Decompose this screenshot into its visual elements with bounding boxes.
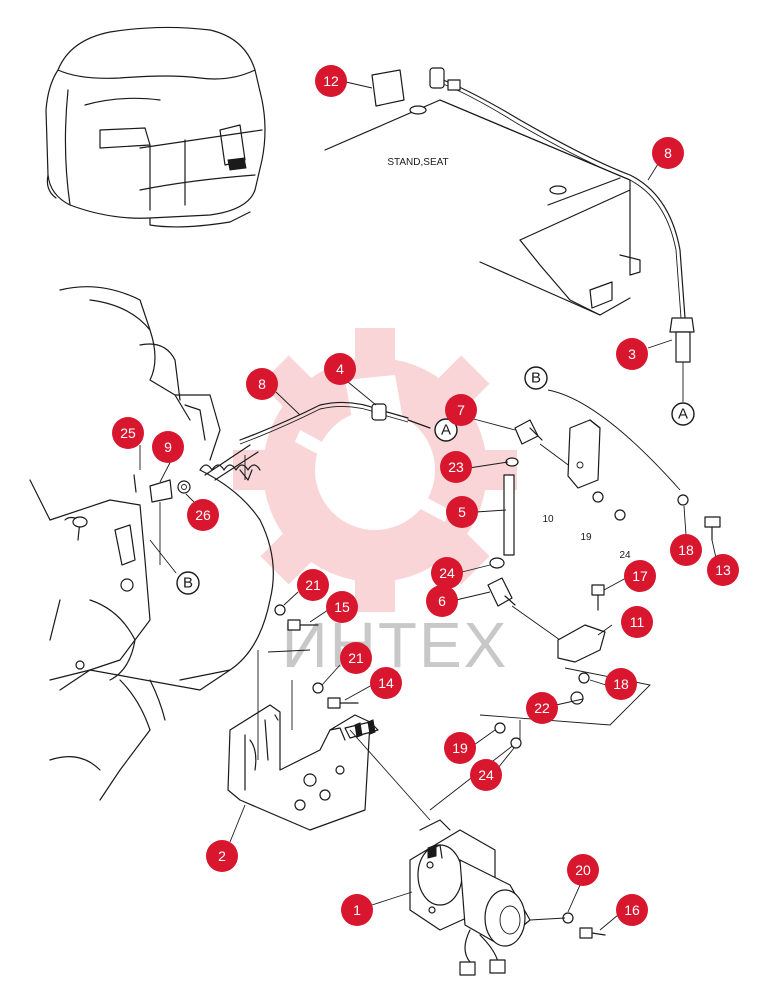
part-callouts: 12 8 3 8 4 7 25 9 23 5 26 18 13 24 6 17 … — [112, 65, 739, 926]
callout-26: 26 — [187, 499, 219, 531]
svg-text:8: 8 — [258, 376, 266, 392]
callout-22: 22 — [526, 692, 558, 724]
callout-2: 2 — [206, 840, 238, 872]
ref-marker-a-cable: A — [434, 418, 458, 442]
label-24: 24 — [619, 550, 631, 561]
label-19: 19 — [580, 532, 592, 543]
callout-25: 25 — [112, 417, 144, 449]
watermark-gear-logo — [233, 328, 517, 612]
svg-text:18: 18 — [678, 542, 694, 558]
callout-12: 12 — [315, 65, 347, 97]
svg-text:11: 11 — [630, 614, 645, 630]
svg-text:5: 5 — [458, 504, 466, 520]
svg-text:20: 20 — [575, 862, 591, 878]
leader-lines — [139, 81, 717, 931]
svg-text:24: 24 — [478, 767, 494, 783]
callout-13: 13 — [707, 554, 739, 586]
svg-text:8: 8 — [664, 145, 672, 161]
callout-8-top: 8 — [652, 137, 684, 169]
callout-18-mid: 18 — [605, 668, 637, 700]
bracket-11 — [479, 584, 651, 726]
seat-illustration — [45, 26, 266, 228]
actuator-part-1 — [349, 720, 606, 976]
callout-18-top: 18 — [670, 534, 702, 566]
svg-text:4: 4 — [336, 361, 344, 377]
svg-text:21: 21 — [305, 577, 321, 593]
bracket-b — [547, 389, 721, 541]
svg-text:12: 12 — [323, 73, 339, 89]
rod-assembly — [487, 419, 576, 641]
callout-24-low: 24 — [470, 759, 502, 791]
callout-21-mid: 21 — [340, 642, 372, 674]
ref-marker-b-engine: B — [176, 571, 200, 595]
svg-text:24: 24 — [439, 565, 455, 581]
svg-text:1: 1 — [353, 902, 361, 918]
callout-17: 17 — [624, 560, 656, 592]
callout-20: 20 — [567, 854, 599, 886]
svg-text:22: 22 — [534, 700, 550, 716]
callout-21-top: 21 — [297, 569, 329, 601]
svg-text:25: 25 — [120, 425, 136, 441]
svg-text:6: 6 — [438, 593, 446, 609]
svg-text:13: 13 — [715, 562, 731, 578]
callout-6: 6 — [426, 585, 458, 617]
svg-text:9: 9 — [164, 439, 172, 455]
callout-8-mid: 8 — [246, 368, 278, 400]
callout-3: 3 — [616, 338, 648, 370]
ref-marker-a-end: A — [671, 402, 695, 426]
svg-text:B: B — [183, 575, 193, 592]
svg-text:2: 2 — [218, 848, 226, 864]
svg-text:7: 7 — [457, 402, 465, 418]
svg-text:A: A — [678, 406, 688, 423]
svg-text:19: 19 — [452, 740, 468, 756]
throttle-cable-top — [429, 67, 695, 402]
engine-illustration — [29, 286, 274, 801]
svg-text:3: 3 — [628, 346, 636, 362]
svg-text:15: 15 — [334, 599, 350, 615]
label-10: 10 — [542, 514, 554, 525]
small-hardware-left — [133, 474, 191, 565]
svg-text:B: B — [531, 370, 541, 387]
spring — [199, 444, 261, 481]
callout-16: 16 — [616, 894, 648, 926]
seat-stand-illustration — [324, 99, 641, 316]
decal-part-12 — [371, 69, 405, 107]
callout-11: 11 — [621, 606, 653, 638]
reference-markers: A A B B — [176, 366, 695, 595]
callout-9: 9 — [152, 431, 184, 463]
ref-marker-b-bracket: B — [524, 366, 548, 390]
callout-23: 23 — [440, 451, 472, 483]
throttle-cable-mid — [199, 401, 431, 481]
callout-1: 1 — [341, 894, 373, 926]
watermark-text: ИНТЕХ — [282, 609, 509, 681]
svg-text:18: 18 — [613, 676, 629, 692]
callout-24-mid: 24 — [431, 557, 463, 589]
callout-15: 15 — [326, 591, 358, 623]
callout-5: 5 — [446, 496, 478, 528]
callout-7: 7 — [445, 394, 477, 426]
stand-seat-label: STAND,SEAT — [387, 157, 448, 168]
callout-14: 14 — [370, 667, 402, 699]
callout-19: 19 — [444, 732, 476, 764]
svg-text:14: 14 — [378, 675, 394, 691]
svg-text:21: 21 — [348, 650, 364, 666]
svg-text:16: 16 — [624, 902, 640, 918]
mount-plate-part-2 — [227, 604, 379, 831]
svg-text:26: 26 — [195, 507, 211, 523]
svg-text:23: 23 — [448, 459, 464, 475]
svg-text:A: A — [441, 422, 451, 439]
callout-4: 4 — [324, 353, 356, 385]
svg-text:17: 17 — [632, 568, 648, 584]
